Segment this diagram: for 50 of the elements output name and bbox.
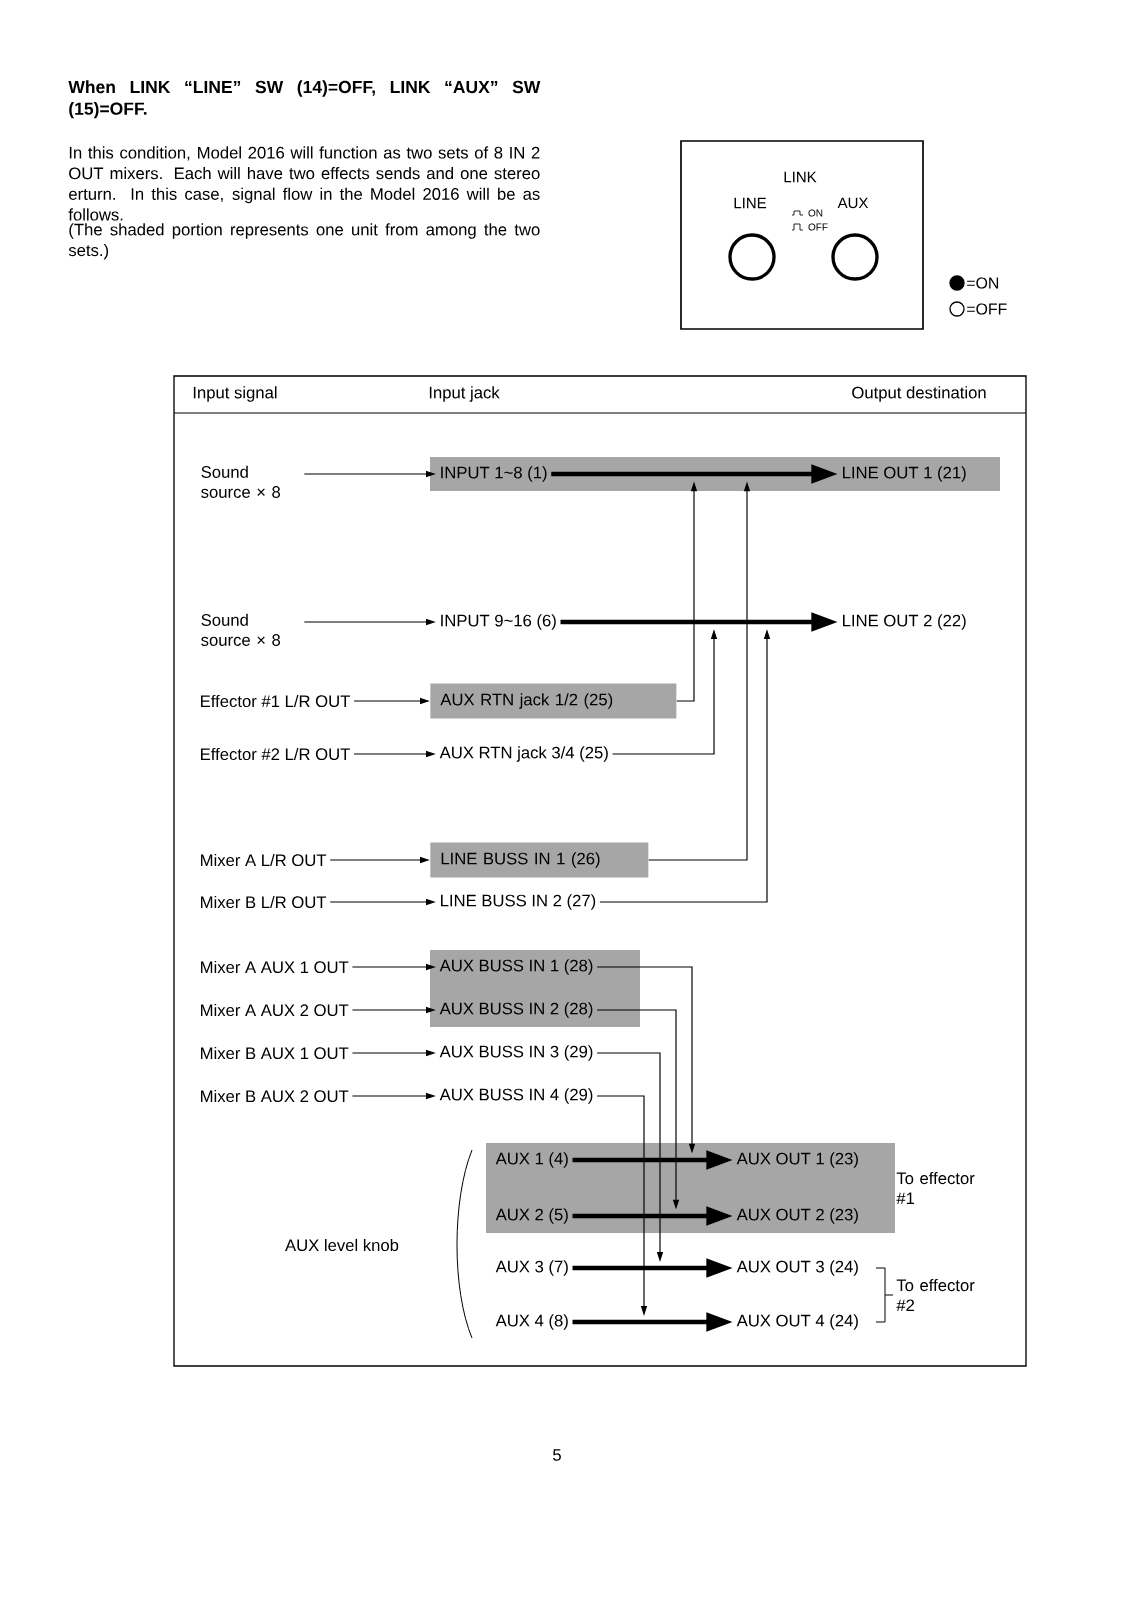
legend-text: =ON bbox=[967, 277, 999, 289]
switch-label: OFF bbox=[808, 223, 828, 231]
source-label: Mixer A L/R OUT bbox=[201, 853, 327, 867]
aux-send-label: AUX 1 (4) bbox=[495, 1152, 568, 1168]
source-label: Mixer A AUX 1 OUT bbox=[201, 960, 349, 974]
output-label: AUX OUT 2 (23) bbox=[736, 1208, 858, 1224]
source-label: Mixer B L/R OUT bbox=[201, 895, 327, 909]
jack-label: INPUT 1~8 (1) bbox=[441, 466, 547, 482]
aux-send-label: AUX 4 (8) bbox=[495, 1314, 568, 1330]
jack-label: LINE BUSS IN 2 (27) bbox=[441, 894, 596, 910]
paragraph: (The shaded portion represents one unit from among the two sets.) bbox=[68, 223, 540, 260]
source-label: Mixer A AUX 2 OUT bbox=[201, 1003, 349, 1017]
column-header: Input signal bbox=[193, 386, 277, 402]
shaded-band bbox=[430, 457, 1000, 491]
shaded-jack-box: AUX RTN jack 1/2 (25) bbox=[430, 683, 677, 719]
switch-label: ON bbox=[808, 209, 823, 217]
heading: When LINK “LINE” SW (14)=OFF, LINK “AUX” SW (15)=OFF. bbox=[68, 80, 541, 119]
source-label: Sound source × 8 bbox=[201, 613, 281, 646]
jack-label: AUX BUSS IN 4 (29) bbox=[439, 1088, 593, 1104]
output-label: AUX OUT 3 (24) bbox=[736, 1260, 858, 1276]
aux-send-label: AUX 2 (5) bbox=[495, 1208, 568, 1224]
source-label: Sound source × 8 bbox=[201, 465, 281, 498]
switch-label: LINK bbox=[784, 171, 817, 183]
paragraph: In this condition, Model 2016 will function as two sets of 8 IN 2 OUT mixers. Each will have two effects sends and one stereo erturn. In this case, signal flow in the Model 2016 will be as follows. bbox=[68, 146, 540, 221]
destination-note: To effector #1 bbox=[896, 1171, 975, 1205]
aux-send-label: AUX 3 (7) bbox=[495, 1260, 568, 1276]
jack-label: AUX RTN jack 3/4 (25) bbox=[439, 746, 608, 762]
switch-label: LINE bbox=[734, 197, 767, 209]
output-label: LINE OUT 2 (22) bbox=[843, 614, 966, 630]
switch-label: AUX bbox=[837, 197, 869, 209]
legend-text: =OFF bbox=[967, 303, 1007, 315]
shaded-jack-box: LINE BUSS IN 1 (26) bbox=[430, 842, 649, 878]
output-label: LINE OUT 1 (21) bbox=[843, 466, 966, 482]
source-label: Mixer B AUX 1 OUT bbox=[201, 1046, 349, 1060]
source-label: Effector #1 L/R OUT bbox=[201, 694, 350, 708]
destination-note: To effector #2 bbox=[896, 1278, 975, 1312]
shaded-band bbox=[430, 950, 640, 1027]
page-number: 5 bbox=[553, 1449, 561, 1461]
jack-label: AUX BUSS IN 3 (29) bbox=[439, 1045, 593, 1061]
source-label: Mixer B AUX 2 OUT bbox=[201, 1089, 349, 1103]
jack-label: AUX BUSS IN 2 (28) bbox=[439, 1002, 593, 1018]
knob-label: AUX level knob bbox=[285, 1238, 399, 1252]
jack-label: INPUT 9~16 (6) bbox=[441, 614, 556, 630]
output-label: AUX OUT 1 (23) bbox=[736, 1152, 858, 1168]
source-label: Effector #2 L/R OUT bbox=[201, 747, 350, 761]
jack-label: AUX BUSS IN 1 (28) bbox=[439, 959, 593, 975]
output-label: AUX OUT 4 (24) bbox=[736, 1314, 858, 1330]
column-header: Input jack bbox=[429, 386, 500, 402]
shaded-band bbox=[486, 1143, 895, 1233]
column-header: Output destination bbox=[852, 386, 986, 402]
